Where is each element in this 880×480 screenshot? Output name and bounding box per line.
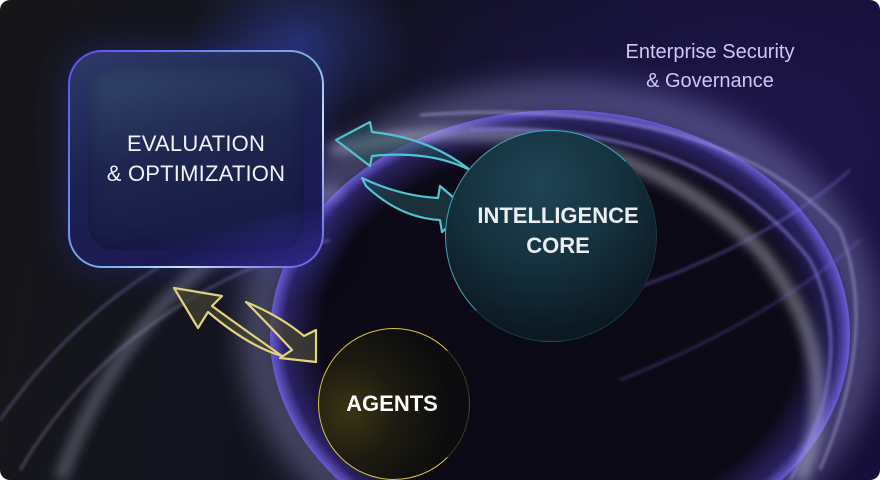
evaluation-label-line1: EVALUATION xyxy=(126,131,266,156)
arrow-to-agents-icon xyxy=(244,300,318,364)
intelligence-core-label: INTELLIGENCE CORE xyxy=(477,201,638,261)
agents-label: AGENTS xyxy=(346,391,438,416)
evaluation-label-line2: & OPTIMIZATION xyxy=(106,161,286,186)
intelligence-core-label-line2: CORE xyxy=(526,233,590,258)
governance-label-line1: Enterprise Security xyxy=(625,41,795,63)
intelligence-core-node[interactable]: INTELLIGENCE CORE xyxy=(445,130,657,342)
evaluation-label: EVALUATION & OPTIMIZATION xyxy=(107,129,285,189)
enterprise-security-governance-label: Enterprise Security & Governance xyxy=(600,38,820,96)
agents-node[interactable]: AGENTS xyxy=(318,328,470,480)
arrow-to-intelligence-core-icon xyxy=(360,176,470,234)
evaluation-inner-panel xyxy=(88,68,304,250)
intelligence-core-label-line1: INTELLIGENCE xyxy=(477,203,639,228)
evaluation-optimization-node[interactable]: EVALUATION & OPTIMIZATION xyxy=(68,50,324,268)
governance-label-line2: & Governance xyxy=(646,70,774,92)
